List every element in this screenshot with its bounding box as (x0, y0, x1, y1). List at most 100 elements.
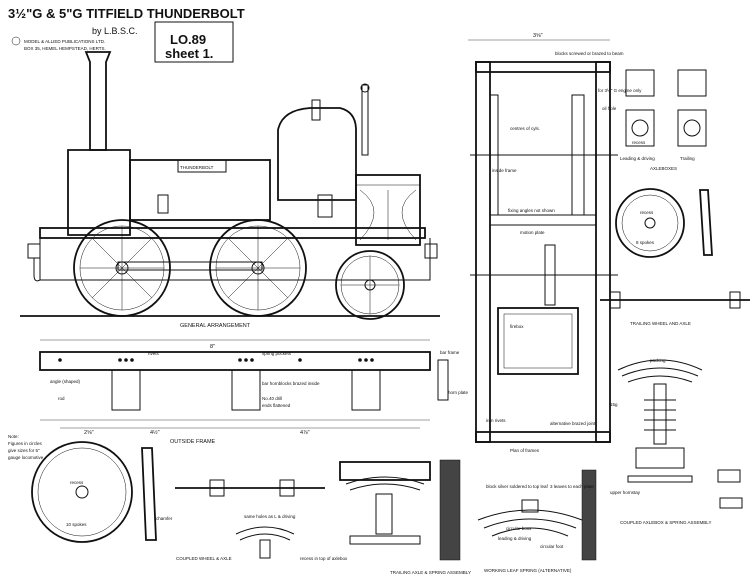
label-iron-rivets: iron rivets (486, 418, 506, 423)
smokebox (67, 149, 131, 236)
frame-left (475, 61, 491, 443)
trailing-wheel-section (699, 189, 713, 256)
dim-frame-top: 8" (210, 344, 215, 350)
coupled-axlebox-spring-view: packing upper hornstay 15g COUPLED AXLEB… (610, 358, 743, 525)
rear-buffer (424, 243, 438, 259)
trailing-wheel-face (615, 188, 685, 258)
dim-frame-2: 4½" (150, 429, 160, 436)
sheet-number: sheet 1. (165, 46, 213, 61)
plan-wheel-left (489, 94, 499, 216)
label-circular-boss: circular boss (506, 526, 532, 531)
label-ends-flattened: ends flattened (262, 403, 291, 408)
frames-side (39, 238, 431, 281)
nameplate (177, 159, 227, 173)
coupling-hook (33, 258, 41, 282)
leaf-spring-top (617, 359, 703, 371)
hornblock-driving (231, 370, 261, 411)
label-blocks-screwed: blocks screwed or brazed to beam (555, 51, 624, 56)
clack-box (157, 194, 169, 214)
label-fixing-angles: fixing angles not shown (508, 208, 555, 213)
label-engine-only: for 3½" G engine only (598, 87, 642, 93)
hornstay (627, 475, 693, 483)
trailing-spring-housing (339, 461, 431, 481)
coupled-wheel-face (31, 441, 133, 543)
axlebox-leading-front (625, 109, 655, 147)
label-leading-driving: Leading & driving (620, 156, 655, 161)
axlebox-trailing-top (677, 69, 707, 97)
caption-coupled-axlebox-spring: COUPLED AXLEBOX & SPRING ASSEMBLY (620, 520, 711, 525)
dim-plan-width: 3⅝" (533, 33, 543, 39)
label-centres-cyls: centres of cyls. (510, 126, 540, 131)
working-leaf-spring-view: block silver soldered to top leaf 3 leav… (477, 469, 597, 573)
note-line-3: give sizes for 5" (8, 448, 40, 453)
axlebox-leading-top (625, 69, 655, 97)
hornblock-trailing (351, 370, 381, 411)
safety-valve (311, 99, 321, 121)
label-recess: recess (632, 140, 646, 145)
rear-bunker (355, 174, 421, 246)
label-rod: rod (58, 396, 65, 401)
label-angle-shaped: angle (shaped) (50, 379, 81, 384)
title-block: 3½"G & 5"G TITFIELD THUNDERBOLT by L.B.S… (8, 6, 245, 63)
trailing-axle-spring-view: TRAILING AXLE & SPRING ASSEMBLY (339, 459, 471, 575)
drag-beam (475, 431, 611, 443)
label-horn-plate: horn plate (448, 390, 469, 395)
coupled-wheel-axle-view: recess 10 spokes chamfer COUPLED WHEEL &… (31, 441, 348, 561)
caption-general-arrangement: GENERAL ARRANGEMENT (180, 323, 251, 329)
copyright-icon (11, 36, 21, 46)
coupled-leaf-spring (235, 526, 295, 535)
plan-of-frames-view: 3⅝" blocks screwed or brazed to beam fix… (468, 33, 624, 453)
drawing-title: 3½"G & 5"G TITFIELD THUNDERBOLT (8, 6, 245, 21)
caption-trailing-axle-spring: TRAILING AXLE & SPRING ASSEMBLY (390, 570, 471, 575)
caption-coupled-wheel-axle: COUPLED WHEEL & AXLE (176, 556, 232, 561)
publisher-line-1: MODEL & ALLIED PUBLICATIONS LTD. (24, 39, 105, 44)
firebox-dome (277, 107, 357, 201)
drawing-author: by L.B.S.C. (92, 26, 138, 36)
general-arrangement-view: THUNDERBOLT (20, 51, 440, 329)
front-buffer (27, 243, 41, 259)
label-8-spokes: 8 spokes (636, 240, 655, 245)
working-frame-section (581, 469, 597, 561)
hornblock-leading (111, 370, 141, 411)
label-trailing: Trailing (680, 156, 695, 161)
axleboxes-view: Leading & driving Trailing for 3½" G eng… (598, 69, 707, 171)
label-oil-hole: oil hole (602, 106, 617, 111)
label-alt-brazed: alternative brazed joint (550, 421, 596, 426)
frame-plate-top (39, 351, 431, 371)
label-inside-frame: inside frame (492, 168, 517, 173)
label-same-holes: same holes as L & driving (244, 514, 296, 519)
label-three-leaves: 3 leaves to each plate (550, 484, 594, 489)
label-chamfer: chamfer (156, 516, 173, 521)
outside-frame-view: 2⅝" 4½" 4⅞" 8" OUTSIDE FRAME spring pock… (8, 339, 469, 460)
boiler-fitting (317, 194, 333, 218)
label-no40-drill: No.40 drill (262, 396, 282, 401)
coupled-axlebox (635, 447, 685, 469)
caption-axleboxes: AXLEBOXES (650, 166, 677, 171)
label-recess-wheel: recess (640, 210, 654, 215)
caption-working-leaf-spring: WORKING LEAF SPRING (ALTERNATIVE) (484, 568, 572, 573)
note-line-1: Note: (8, 434, 19, 439)
label-block-silver: block silver soldered to top leaf (486, 484, 549, 489)
plan-driving-wheel (544, 244, 556, 306)
drawing-number: LO.89 (170, 32, 206, 47)
plan-wheel-right (571, 94, 585, 216)
coupled-wheel-section (141, 447, 157, 541)
spring-pin (653, 383, 667, 445)
axlebox-trailing-front (677, 109, 707, 147)
dim-frame-3: 4⅞" (300, 430, 310, 436)
caption-plan-of-frames: Plan of frames (510, 448, 540, 453)
buffer-beam (475, 61, 611, 73)
chimney (84, 51, 112, 151)
label-bar-hornblocks: bar hornblocks brazed inside (262, 381, 320, 386)
label-upper-hornstay: upper hornstay (610, 490, 641, 495)
drawing-number-box (154, 21, 234, 63)
frame-right (595, 61, 611, 443)
bar-frame (437, 359, 449, 401)
running-board (39, 227, 426, 239)
label-motion-plate: motion plate (520, 230, 545, 235)
trailing-axlebox (375, 493, 393, 535)
label-circular-foot: circular foot (540, 544, 564, 549)
label-rivets: rivets (148, 351, 160, 356)
label-recess-coupled: recess (70, 480, 84, 485)
